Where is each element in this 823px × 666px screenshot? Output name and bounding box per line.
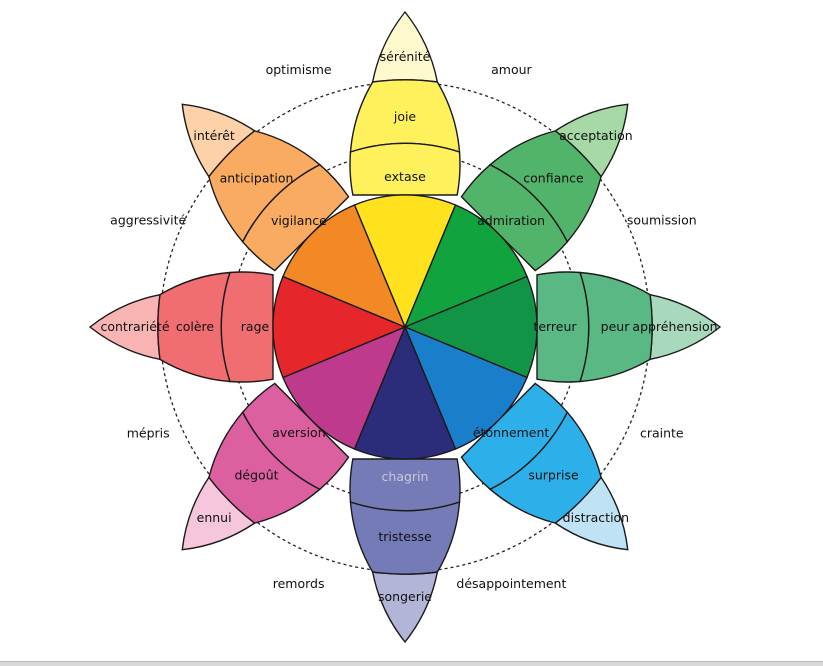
label-disgust-inner: aversion [272, 425, 325, 440]
label-fear-outer: appréhension [632, 319, 717, 334]
petal-sadness-core [353, 325, 457, 460]
petal-surprise [460, 382, 629, 551]
label-anticipation-outer: intérêt [193, 128, 235, 143]
petal-sadness [349, 458, 461, 644]
label-fear-middle: peur [601, 319, 631, 334]
petal-trust-core [403, 204, 528, 329]
petal-anticipation [181, 103, 350, 272]
label-anticipation-middle: anticipation [220, 171, 294, 186]
label-sadness-middle: tristesse [378, 529, 432, 544]
petal-fear [536, 271, 722, 383]
petal-sadness-middle-inner-band [349, 458, 461, 512]
label-disgust-outer: ennui [197, 510, 232, 525]
petal-disgust-middle-inner-band [241, 382, 350, 491]
petal-surprise-middle-inner-band [460, 382, 569, 491]
label-trust-inner: admiration [477, 213, 545, 228]
petal-anticipation-middle-inner-band [241, 163, 350, 272]
label-anger-outer: contrariété [100, 319, 169, 334]
label-trust-middle: confiance [523, 171, 584, 186]
petal-anger-middle-inner-band [220, 271, 274, 383]
dyad-label: mépris [127, 425, 170, 440]
label-surprise-middle: surprise [528, 468, 579, 483]
dyad-label: désappointement [456, 576, 566, 591]
label-anticipation-inner: vigilance [271, 213, 327, 228]
petal-disgust-core [282, 325, 407, 450]
dyad-label: soumission [627, 213, 697, 228]
petal-fear-middle-inner-band [536, 271, 590, 383]
petal-joy-middle-inner-band [349, 142, 461, 196]
petals-group [88, 10, 722, 644]
label-surprise-inner: étonnement [473, 425, 550, 440]
label-sadness-outer: songerie [378, 589, 432, 604]
label-disgust-middle: dégoût [234, 468, 278, 483]
petal-anticipation-core [282, 204, 407, 329]
label-fear-inner: terreur [533, 319, 577, 334]
label-sadness-inner: chagrin [382, 469, 429, 484]
petal-joy-core [353, 194, 457, 329]
dyad-label: crainte [640, 425, 684, 440]
petal-anger-core [272, 275, 407, 379]
petal-disgust [181, 382, 350, 551]
dyad-labels-group: amour soumission crainte désappointement rem… [110, 62, 697, 591]
petal-sadness-outer-band [371, 571, 439, 644]
dyad-label: remords [273, 576, 325, 591]
label-anger-inner: rage [241, 319, 270, 334]
petal-joy-outer-band [371, 10, 439, 83]
emotion-labels-group: sérénité joie extase acceptation confiance ad… [100, 49, 717, 604]
dyad-label: aggressivité [110, 213, 186, 228]
label-surprise-outer: distraction [563, 510, 629, 525]
label-trust-outer: acceptation [559, 128, 633, 143]
label-joy-inner: extase [384, 169, 426, 184]
petal-fear-core [403, 275, 538, 379]
dyad-label: optimisme [266, 62, 332, 77]
label-anger-middle: colère [176, 319, 215, 334]
petal-trust-middle-inner-band [460, 163, 569, 272]
petal-anger [88, 271, 274, 383]
petal-trust [460, 103, 629, 272]
dyad-label: amour [491, 62, 532, 77]
petal-surprise-core [403, 325, 528, 450]
label-joy-outer: sérénité [380, 49, 431, 64]
petal-joy [349, 10, 461, 196]
label-joy-middle: joie [393, 109, 417, 124]
window-bottom-edge [0, 661, 823, 666]
